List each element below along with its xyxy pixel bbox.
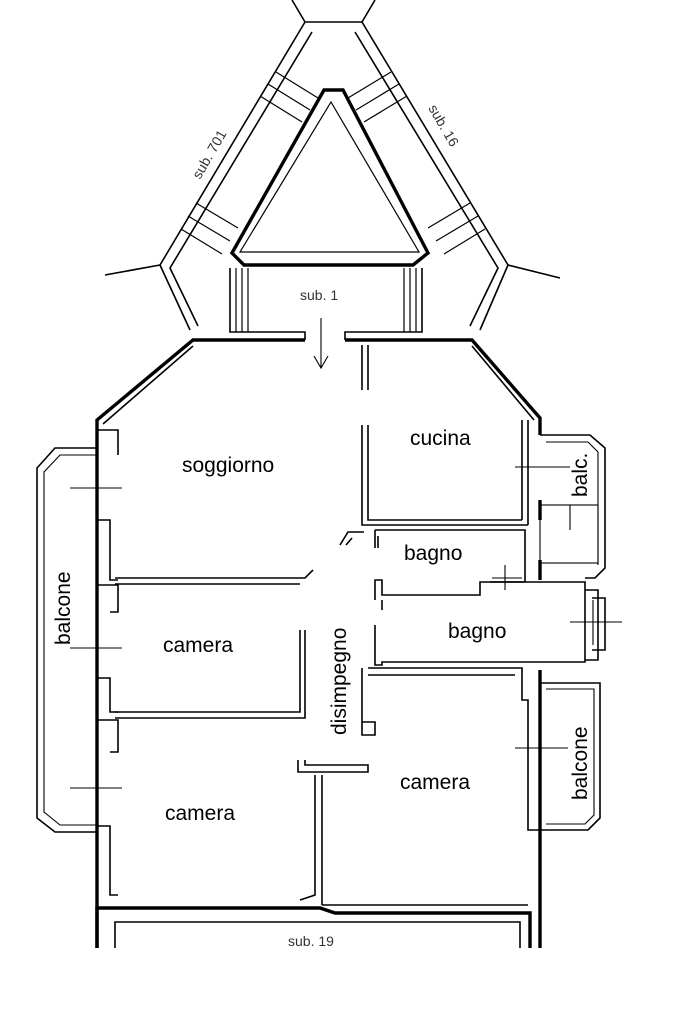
label-camera-middle: camera [163,634,233,657]
entry-arrow [313,318,329,370]
label-balcone-left: balcone [52,571,75,645]
interior-walls [115,345,586,906]
label-disimpegno: disimpegno [328,628,351,735]
balcone-left-outline [36,447,122,833]
balcone-right-outline [515,682,601,831]
label-balc: balc. [569,453,592,497]
label-bagno-lower: bagno [448,620,506,643]
label-camera-right: camera [400,771,470,794]
label-sub-19: sub. 19 [288,933,334,949]
entry-corridor [229,268,423,340]
triangular-light-well [229,88,431,267]
label-bagno-upper: bagno [404,542,462,565]
balc-small [515,434,606,579]
label-cucina: cucina [410,427,471,450]
bagno-window [492,565,622,661]
label-sub-1: sub. 1 [300,287,338,303]
label-sub-701: sub. 701 [189,127,230,182]
left-window-jambs [97,429,119,896]
label-soggiorno: soggiorno [182,454,274,477]
stair-flights [180,71,486,255]
stairwell-hexagon [104,0,561,331]
label-balcone-right: balcone [569,726,592,800]
label-camera-bottom: camera [165,802,235,825]
label-sub-16: sub. 16 [425,102,462,150]
